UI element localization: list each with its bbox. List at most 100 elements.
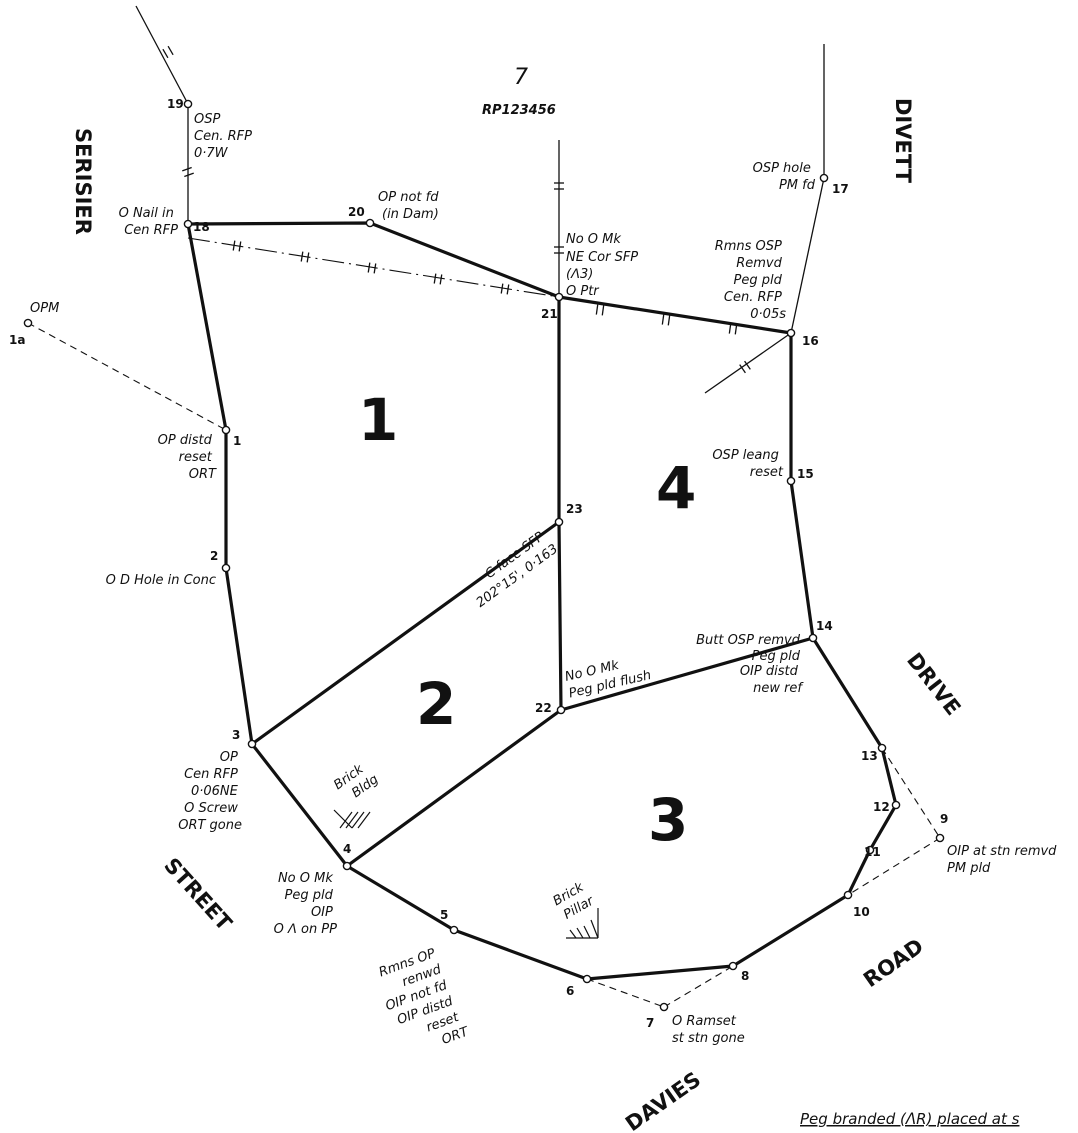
parcel-outer-boundary <box>186 221 898 981</box>
station-number-2: 2 <box>210 549 218 563</box>
note-station-21: No O Mk NE Cor SFP (ᐱ3) O Ptr <box>566 232 642 299</box>
note-station-7: O Ramset st stn gone <box>672 1014 745 1046</box>
station-mark-9 <box>935 833 945 843</box>
lot-numbers: 1 2 3 4 <box>358 386 696 854</box>
note-station-22: No O Mk Peg pld flush <box>564 651 653 701</box>
station-number-1a: 1a <box>9 333 25 347</box>
serisier-road-line-north <box>135 5 189 105</box>
lot-number-2: 2 <box>416 670 456 738</box>
station-mark-22 <box>556 705 566 715</box>
station-mark-23 <box>554 517 564 527</box>
station-number-7: 7 <box>646 1016 654 1030</box>
footnote-peg-branded: Peg branded (ᐱR) placed at s <box>800 1110 1020 1128</box>
boundary-4-22 <box>345 708 563 868</box>
parallel-tick-marks <box>162 45 751 374</box>
station-number-20: 20 <box>348 205 365 219</box>
road-name-davies: DAVIES <box>621 1067 705 1133</box>
road-name-drive: DRIVE <box>902 648 965 720</box>
station-mark-3 <box>247 739 257 749</box>
note-station-4: No O Mk Peg pld OIP O ᐱ on PP <box>274 871 338 937</box>
road-name-divett: DIVETT <box>891 98 915 184</box>
road-name-street: STREET <box>159 853 237 935</box>
note-station-5: Rmns OP renwd OIP not fd OIP distd reset… <box>372 944 471 1062</box>
station-number-4: 4 <box>343 842 351 856</box>
station-mark-15 <box>786 476 796 486</box>
connection-6-7 <box>586 978 665 1008</box>
plan-reference: RP123456 <box>482 103 556 118</box>
adjoining-lot-number: 7 <box>514 65 528 90</box>
station-number-12: 12 <box>873 800 890 814</box>
station-mark-6 <box>582 974 592 984</box>
station-mark-19 <box>183 99 193 109</box>
station-mark-17 <box>819 173 829 183</box>
connection-1a-1 <box>27 322 227 431</box>
station-mark-5 <box>449 925 459 935</box>
station-number-14: 14 <box>816 619 833 633</box>
station-numbers: 19 18 20 21 17 16 1a 1 2 15 23 14 22 3 1… <box>9 97 948 1030</box>
lot-number-4: 4 <box>656 454 696 522</box>
station-mark-1 <box>221 425 231 435</box>
station-number-10: 10 <box>853 905 870 919</box>
boundary-22-14 <box>559 636 815 712</box>
note-station-14-offset: OIP distd new ref <box>740 664 805 696</box>
note-station-16: Rmns OSP Remvd Peg pld Cen. RFP 0·05s <box>715 239 787 322</box>
road-names: SERISIER DIVETT STREET DRIVE ROAD DAVIES <box>71 98 965 1133</box>
station-mark-16 <box>786 328 796 338</box>
station-number-22: 22 <box>535 701 552 715</box>
brick-pillar-hatch <box>566 908 599 939</box>
station-number-19: 19 <box>167 97 184 111</box>
station-number-21: 21 <box>541 307 558 321</box>
station-mark-10 <box>843 890 853 900</box>
station-mark-13 <box>877 743 887 753</box>
note-station-18: O Nail in Cen RFP <box>119 206 179 238</box>
station-mark-21 <box>554 292 564 302</box>
station-number-23: 23 <box>566 502 583 516</box>
station-number-17: 17 <box>832 182 849 196</box>
station-number-13: 13 <box>861 749 878 763</box>
station-mark-20 <box>365 218 375 228</box>
note-station-1a: OPM <box>30 301 59 316</box>
station-mark-1a <box>23 318 33 328</box>
connection-lines <box>27 5 941 1008</box>
note-station-3: OP Cen RFP 0·06NE O Screw ORT gone <box>178 750 242 833</box>
lot-number-3: 3 <box>648 786 688 854</box>
connection-17-16 <box>790 177 825 334</box>
boundary-3-23 <box>250 520 561 746</box>
note-station-1: OP distd reset ORT <box>158 433 217 482</box>
station-mark-12 <box>891 800 901 810</box>
station-mark-18 <box>183 219 193 229</box>
connection-9-10 <box>847 837 941 896</box>
station-number-16: 16 <box>802 334 819 348</box>
station-number-1: 1 <box>233 434 241 448</box>
station-mark-7 <box>659 1002 669 1012</box>
connection-7-8 <box>663 965 734 1008</box>
road-name-road: ROAD <box>859 934 928 992</box>
station-number-3: 3 <box>232 728 240 742</box>
station-mark-11 <box>865 845 875 855</box>
station-number-15: 15 <box>797 467 814 481</box>
station-mark-14 <box>808 633 818 643</box>
note-station-20: OP not fd (in Dam) <box>378 190 443 222</box>
station-mark-4 <box>342 861 352 871</box>
survey-notes: OSP Cen. RFP 0·7W O Nail in Cen RFP OP n… <box>30 112 1061 1062</box>
station-mark-8 <box>728 961 738 971</box>
note-station-23: C face SFP 202°15', 0·163 <box>463 527 561 611</box>
station-marks <box>23 99 945 1012</box>
connection-16-southwest <box>704 332 792 394</box>
station-number-8: 8 <box>741 969 749 983</box>
lot-number-1: 1 <box>358 386 398 454</box>
note-brick-pillar: Brick Pillar <box>551 878 599 924</box>
station-number-11: 11 <box>864 845 881 859</box>
station-number-9: 9 <box>940 812 948 826</box>
lot-boundaries <box>186 221 898 981</box>
note-station-9: OIP at stn remvd PM pld <box>947 844 1061 876</box>
station-number-6: 6 <box>566 984 574 998</box>
station-number-5: 5 <box>440 908 448 922</box>
station-mark-2 <box>221 563 231 573</box>
boundary-23-22 <box>557 520 563 712</box>
note-station-14-lower: Peg pld <box>752 649 801 664</box>
note-brick-bldg: Brick Bldg <box>331 758 381 807</box>
note-station-19: OSP Cen. RFP 0·7W <box>194 112 256 161</box>
traverse-18-21 <box>187 237 560 298</box>
